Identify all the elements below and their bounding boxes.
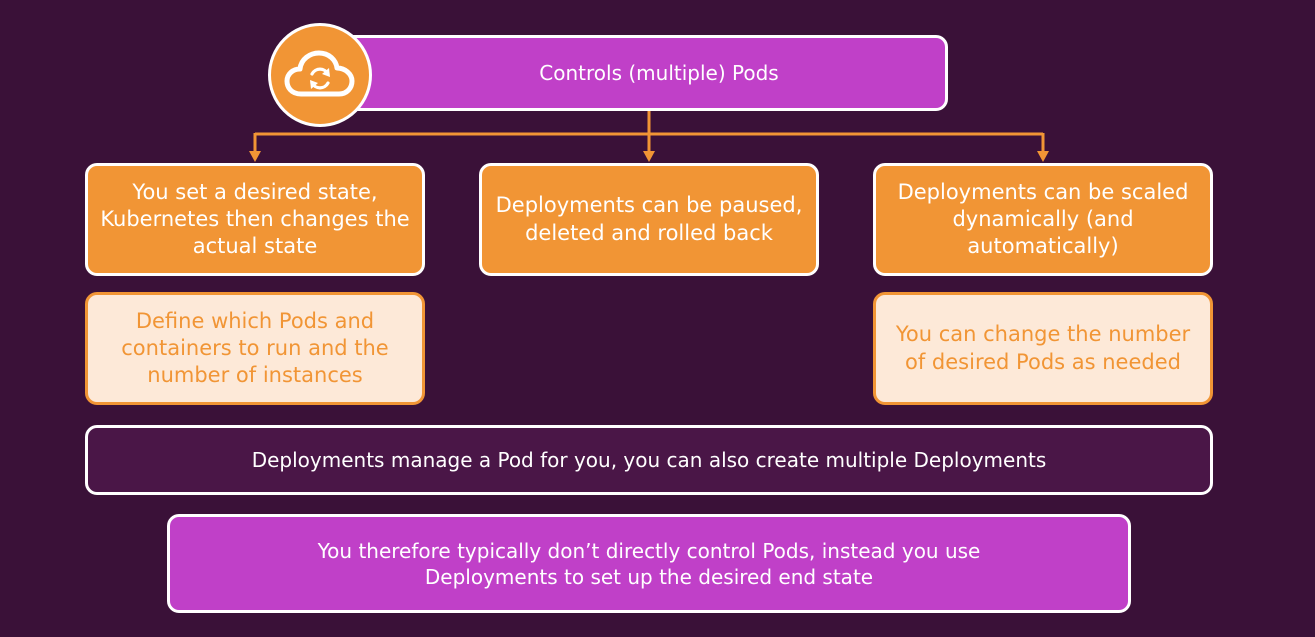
summary-box: Deployments manage a Pod for you, you ca… bbox=[85, 425, 1213, 495]
arrow-left-head bbox=[249, 151, 261, 162]
cloud-sync-icon bbox=[268, 23, 372, 127]
summary-text: Deployments manage a Pod for you, you ca… bbox=[251, 448, 1047, 472]
footer-text: You therefore typically don’t directly c… bbox=[317, 538, 981, 589]
define-pods-card: Define which Pods and containers to run … bbox=[85, 292, 425, 405]
change-pods-text: You can change the number of desired Pod… bbox=[895, 322, 1191, 374]
scaling-text: Deployments can be scaled dynamically (a… bbox=[897, 179, 1189, 259]
define-pods-text: Define which Pods and containers to run … bbox=[121, 308, 389, 388]
rollback-text: Deployments can be paused, deleted and r… bbox=[495, 193, 803, 245]
change-pods-card: You can change the number of desired Pod… bbox=[873, 292, 1213, 405]
scaling-card: Deployments can be scaled dynamically (a… bbox=[873, 163, 1213, 276]
footer-box: You therefore typically don’t directly c… bbox=[167, 514, 1131, 613]
arrow-middle-head bbox=[643, 151, 655, 162]
desired-state-text: You set a desired state, Kubernetes then… bbox=[100, 179, 410, 259]
desired-state-card: You set a desired state, Kubernetes then… bbox=[85, 163, 425, 276]
header-title: Controls (multiple) Pods bbox=[539, 61, 779, 85]
header-box: Controls (multiple) Pods bbox=[340, 35, 948, 111]
arrow-right-head bbox=[1037, 151, 1049, 162]
rollback-card: Deployments can be paused, deleted and r… bbox=[479, 163, 819, 276]
